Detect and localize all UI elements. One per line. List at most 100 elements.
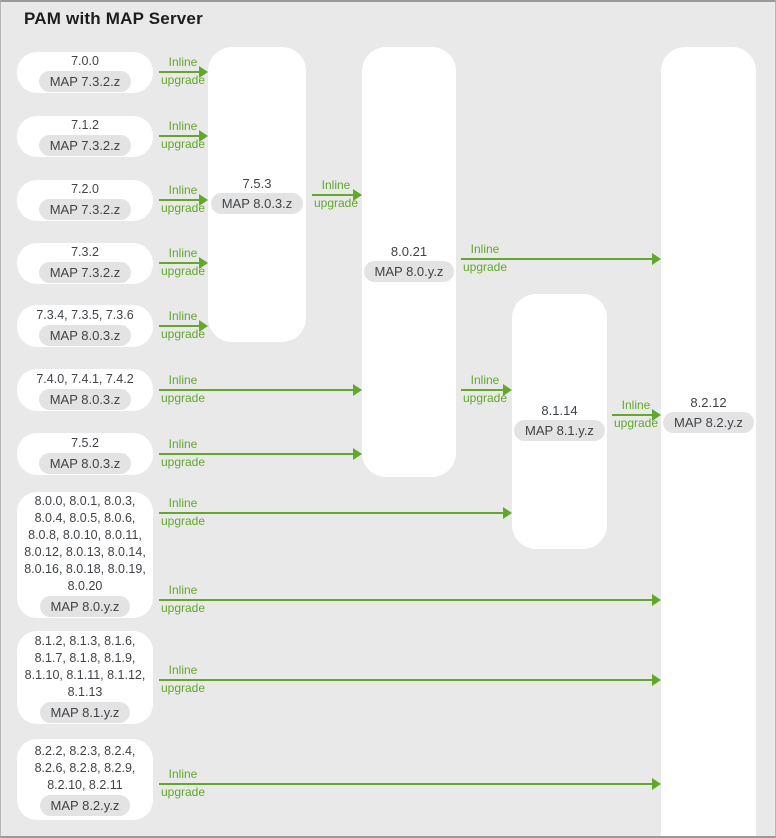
- arrow-7-2-0-to-7-5-3: Inline upgrade: [159, 183, 208, 215]
- arrow-head: [652, 253, 661, 265]
- arrow-label-upgrade: upgrade: [313, 196, 359, 210]
- map-pill: MAP 7.3.2.z: [38, 135, 132, 156]
- map-pill: MAP 8.2.y.z: [663, 412, 754, 433]
- map-pill: MAP 8.1.y.z: [39, 701, 131, 723]
- arrow-head: [353, 189, 362, 201]
- source-box-8-1-x: 8.1.2, 8.1.3, 8.1.6, 8.1.7, 8.1.8, 8.1.9…: [17, 631, 153, 724]
- arrow-head: [503, 507, 512, 519]
- diagram-title: PAM with MAP Server: [24, 9, 203, 28]
- map-pill: MAP 8.0.y.z: [39, 596, 131, 617]
- arrow-shaft: [159, 325, 200, 327]
- arrow-shaft: [612, 414, 653, 416]
- version-list: 7.5.2: [71, 435, 99, 450]
- map-pill: MAP 7.3.2.z: [38, 71, 132, 92]
- arrow-label-inline: Inline: [621, 398, 651, 412]
- map-pill: MAP 8.1.y.z: [514, 420, 605, 441]
- milestone-version: 7.5.3: [242, 176, 272, 191]
- arrow-shaft: [461, 258, 653, 260]
- arrow-head: [199, 257, 208, 269]
- arrow-shaft: [159, 199, 200, 201]
- arrow-label-inline: Inline: [168, 663, 198, 677]
- milestone-version: 8.1.14: [541, 403, 578, 418]
- arrow-8-0-x-to-8-2-12: Inline upgrade: [159, 583, 661, 615]
- map-pill: MAP 8.0.y.z: [363, 260, 455, 282]
- source-box-8-2-x: 8.2.2, 8.2.3, 8.2.4, 8.2.6, 8.2.8, 8.2.9…: [17, 739, 153, 820]
- arrow-8-0-x-to-8-1-14: Inline upgrade: [159, 496, 512, 528]
- arrow-7-1-2-to-7-5-3: Inline upgrade: [159, 119, 208, 151]
- map-pill: MAP 8.0.3.z: [38, 388, 132, 410]
- arrow-head: [652, 409, 661, 421]
- arrow-label-inline: Inline: [470, 373, 500, 387]
- arrow-label-upgrade: upgrade: [160, 264, 206, 278]
- arrow-shaft: [159, 679, 653, 681]
- arrow-8-1-x-to-8-2-12: Inline upgrade: [159, 663, 661, 695]
- version-list: 8.1.2, 8.1.3, 8.1.6, 8.1.7, 8.1.8, 8.1.9…: [24, 633, 146, 699]
- arrow-label-inline: Inline: [168, 309, 198, 323]
- arrow-8-0-21-to-8-2-12: Inline upgrade: [461, 243, 661, 274]
- version-list: 7.2.0: [71, 182, 99, 196]
- map-pill: MAP 8.0.3.z: [38, 324, 132, 346]
- arrow-7-5-3-to-8-0-21: Inline upgrade: [312, 178, 362, 210]
- arrow-head: [652, 778, 661, 790]
- source-box-7-3-2: 7.3.2 MAP 7.3.2.z: [17, 243, 153, 284]
- source-box-7-4-x: 7.4.0, 7.4.1, 7.4.2 MAP 8.0.3.z: [17, 369, 153, 411]
- arrow-shaft: [159, 599, 653, 601]
- arrow-7-5-2-to-8-0-21: Inline upgrade: [159, 437, 362, 469]
- arrow-8-0-21-to-8-1-14: Inline upgrade: [461, 373, 512, 405]
- arrow-label-inline: Inline: [168, 119, 198, 133]
- source-box-7-5-2: 7.5.2 MAP 8.0.3.z: [17, 433, 153, 475]
- arrow-label-inline: Inline: [168, 437, 198, 451]
- arrow-label-upgrade: upgrade: [160, 327, 206, 341]
- arrow-label-upgrade: upgrade: [160, 391, 206, 405]
- version-list: 8.2.2, 8.2.3, 8.2.4, 8.2.6, 8.2.8, 8.2.9…: [34, 744, 136, 792]
- arrow-label-inline: Inline: [321, 178, 351, 192]
- arrow-shaft: [159, 453, 354, 455]
- arrow-head: [199, 320, 208, 332]
- arrow-label-upgrade: upgrade: [160, 681, 206, 695]
- arrow-7-3-x-to-7-5-3: Inline upgrade: [159, 309, 208, 341]
- arrow-label-inline: Inline: [168, 246, 198, 260]
- arrow-label-upgrade: upgrade: [160, 137, 206, 151]
- arrow-label-upgrade: upgrade: [160, 514, 206, 528]
- arrow-shaft: [159, 262, 200, 264]
- arrow-label-upgrade: upgrade: [160, 73, 206, 87]
- arrow-label-upgrade: upgrade: [160, 201, 206, 215]
- arrow-label-inline: Inline: [168, 767, 198, 781]
- map-pill: MAP 8.0.3.z: [210, 193, 304, 214]
- arrow-shaft: [312, 194, 354, 196]
- source-box-7-1-2: 7.1.2 MAP 7.3.2.z: [17, 116, 153, 157]
- source-box-7-2-0: 7.2.0 MAP 7.3.2.z: [17, 180, 153, 221]
- arrow-head: [652, 594, 661, 606]
- arrow-8-2-x-to-8-2-12: Inline upgrade: [159, 767, 661, 799]
- version-list: 7.0.0: [71, 54, 99, 68]
- version-list: 7.3.4, 7.3.5, 7.3.6: [36, 307, 134, 322]
- arrow-label-upgrade: upgrade: [613, 416, 659, 430]
- arrow-label-inline: Inline: [168, 55, 198, 69]
- source-box-8-0-x: 8.0.0, 8.0.1, 8.0.3, 8.0.4, 8.0.5, 8.0.6…: [17, 492, 153, 618]
- arrow-7-0-0-to-7-5-3: Inline upgrade: [159, 55, 208, 87]
- arrow-head: [199, 194, 208, 206]
- arrow-shaft: [159, 389, 354, 391]
- milestone-box-8-2-12: 8.2.12 MAP 8.2.y.z: [661, 47, 756, 836]
- arrow-shaft: [159, 512, 504, 514]
- source-box-7-3-x: 7.3.4, 7.3.5, 7.3.6 MAP 8.0.3.z: [17, 305, 153, 347]
- arrow-shaft: [159, 135, 200, 137]
- arrow-head: [652, 674, 661, 686]
- version-list: 7.4.0, 7.4.1, 7.4.2: [36, 371, 134, 386]
- source-box-7-0-0: 7.0.0 MAP 7.3.2.z: [17, 52, 153, 93]
- map-pill: MAP 7.3.2.z: [38, 199, 132, 220]
- arrow-head: [353, 384, 362, 396]
- arrow-shaft: [159, 71, 200, 73]
- arrow-label-upgrade: upgrade: [160, 601, 206, 615]
- arrow-8-1-14-to-8-2-12: Inline upgrade: [612, 398, 661, 430]
- arrow-label-upgrade: upgrade: [462, 391, 508, 405]
- arrow-label-inline: Inline: [168, 583, 198, 597]
- milestone-version: 8.0.21: [390, 243, 428, 259]
- arrow-label-inline: Inline: [168, 373, 198, 387]
- arrow-label-inline: Inline: [168, 496, 198, 510]
- milestone-box-7-5-3: 7.5.3 MAP 8.0.3.z: [208, 47, 306, 342]
- arrow-shaft: [159, 783, 653, 785]
- milestone-version: 8.2.12: [690, 395, 727, 410]
- arrow-label-inline: Inline: [168, 183, 198, 197]
- map-pill: MAP 8.0.3.z: [38, 452, 132, 474]
